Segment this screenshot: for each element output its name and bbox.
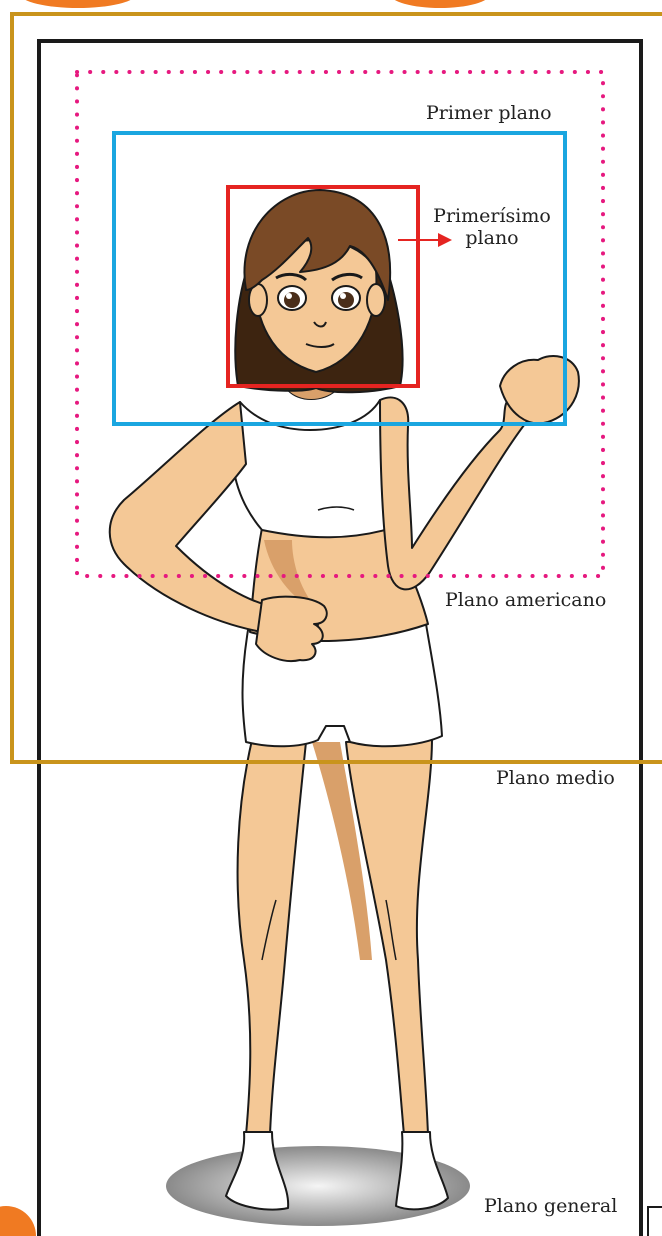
left-eye-highlight [286,293,292,299]
plano-medio-label: Plano medio [496,768,615,790]
corner-box-fragment [648,1207,662,1236]
right-iris [338,292,354,308]
left-hand [256,597,327,661]
decorative-orange-shape-bottom-left [0,1206,36,1236]
plano-general-label: Plano general [484,1196,617,1218]
right-eye-highlight [340,293,346,299]
left-iris [284,292,300,308]
right-ear [367,284,385,316]
primerisimo-plano-label: Primerísimo plano [426,206,558,250]
left-leg [238,740,306,1135]
plano-americano-label: Plano americano [445,590,606,612]
decorative-orange-shape-top-left [20,0,136,8]
primer-plano-label: Primer plano [426,103,552,125]
figure [110,190,579,1210]
decorative-orange-shape-top-right [390,0,490,8]
crop-top [232,400,400,537]
